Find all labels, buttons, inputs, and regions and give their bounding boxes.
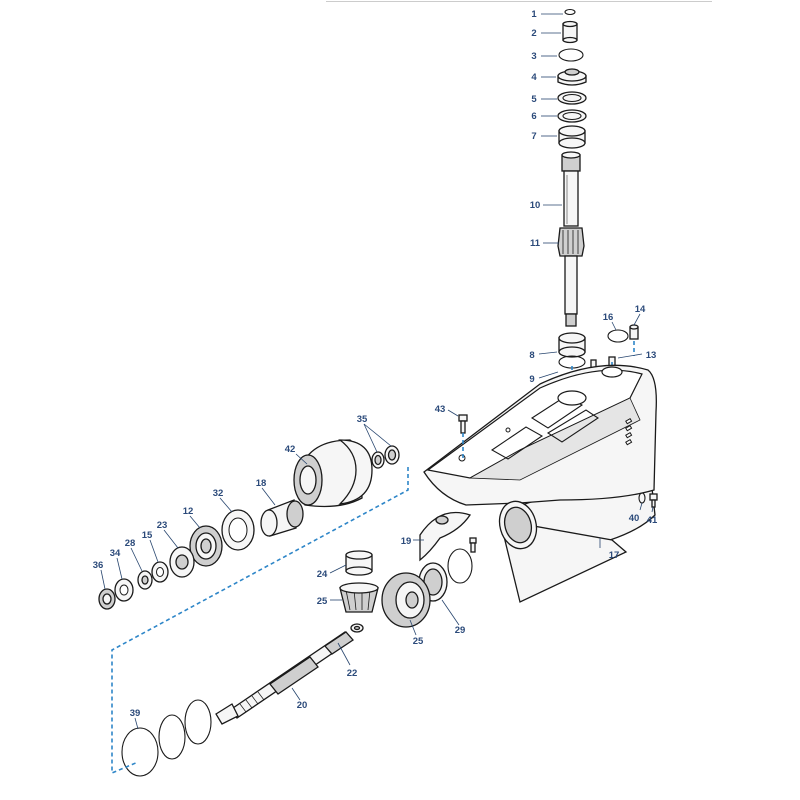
- part-16-oring: [607, 329, 629, 343]
- callout-10: 10: [530, 200, 541, 211]
- part-14-dowel: [629, 324, 639, 340]
- part-18-bearing: [260, 499, 304, 537]
- callout-43: 43: [435, 404, 446, 415]
- part-6-race: [557, 109, 587, 123]
- part-36-prop-nut: [98, 588, 116, 610]
- part-43-bolt: [458, 414, 468, 434]
- callout-23: 23: [157, 520, 168, 531]
- callout-16: 16: [603, 312, 614, 323]
- callout-14: 14: [635, 304, 646, 315]
- part-42-bearing-carrier: [293, 439, 373, 508]
- callout-42: 42: [285, 444, 296, 455]
- part-3-oring: [558, 48, 584, 62]
- callout-labels: 1 2 3 4 5 6 7 10 11 14 16 8 13 9 43 35 4…: [93, 9, 658, 719]
- part-23-hub: [169, 546, 195, 578]
- shim-oring-outer: [158, 714, 186, 760]
- part-32-thrust-ring: [221, 509, 255, 551]
- part-7-bearing: [558, 125, 586, 149]
- driveshaft-stack: [557, 8, 587, 395]
- part-41-screw: [649, 493, 658, 508]
- part-28-washer: [137, 570, 153, 590]
- part-25-forward-gear: [381, 572, 431, 628]
- part-19-anode: [419, 511, 472, 562]
- part-4-retainer: [557, 68, 587, 86]
- callout-12: 12: [183, 506, 194, 517]
- callout-28: 28: [125, 538, 136, 549]
- part-39-seal: [121, 727, 159, 777]
- callout-39: 39: [130, 708, 141, 719]
- part-12-thrust-hub: [189, 525, 223, 567]
- guide-carrier-assembly: [111, 467, 409, 775]
- callout-5: 5: [531, 94, 537, 105]
- callout-40: 40: [629, 513, 640, 524]
- callout-24: 24: [317, 569, 328, 580]
- part-20-propshaft: [215, 631, 354, 725]
- callout-8: 8: [529, 350, 534, 361]
- callout-15: 15: [142, 530, 153, 541]
- callout-25-forward: 25: [413, 636, 424, 647]
- callout-41: 41: [647, 515, 658, 526]
- callout-6: 6: [531, 111, 536, 122]
- shim-oring-inner: [184, 699, 212, 745]
- callout-29: 29: [455, 625, 466, 636]
- callout-25-pinion: 25: [317, 596, 328, 607]
- callout-35: 35: [357, 414, 368, 425]
- callout-34: 34: [110, 548, 121, 559]
- callout-11: 11: [530, 238, 541, 249]
- part-1-ring: [564, 8, 576, 16]
- callout-20: 20: [297, 700, 308, 711]
- part-24-bearing: [345, 550, 373, 576]
- pinion-nut: [350, 623, 364, 633]
- callout-9: 9: [529, 374, 534, 385]
- callout-4: 4: [531, 72, 537, 83]
- callout-1: 1: [531, 9, 537, 20]
- part-8-bearing: [558, 332, 586, 358]
- part-34-tab-washer: [114, 578, 134, 602]
- anode-screw: [469, 537, 477, 553]
- callout-17: 17: [609, 550, 620, 561]
- part-15-tab-washer: [151, 561, 169, 583]
- part-35-seals: [371, 445, 400, 469]
- callout-22: 22: [347, 668, 358, 679]
- part-25-pinion-gear: [339, 582, 379, 613]
- callout-7: 7: [531, 131, 536, 142]
- callout-2: 2: [531, 28, 536, 39]
- part-5-race: [557, 91, 587, 105]
- callout-19: 19: [401, 536, 412, 547]
- part-29-oring: [447, 548, 473, 584]
- callout-13: 13: [646, 350, 657, 361]
- part-10-driveshaft: [561, 151, 581, 227]
- callout-36: 36: [93, 560, 104, 571]
- callout-18: 18: [256, 478, 267, 489]
- part-2-sleeve: [562, 20, 578, 44]
- callout-32: 32: [213, 488, 224, 499]
- part-17-gear-housing: [423, 364, 657, 603]
- callout-3: 3: [531, 51, 536, 62]
- leader-lines: [100, 13, 654, 730]
- part-11-pinion-section: [557, 227, 585, 327]
